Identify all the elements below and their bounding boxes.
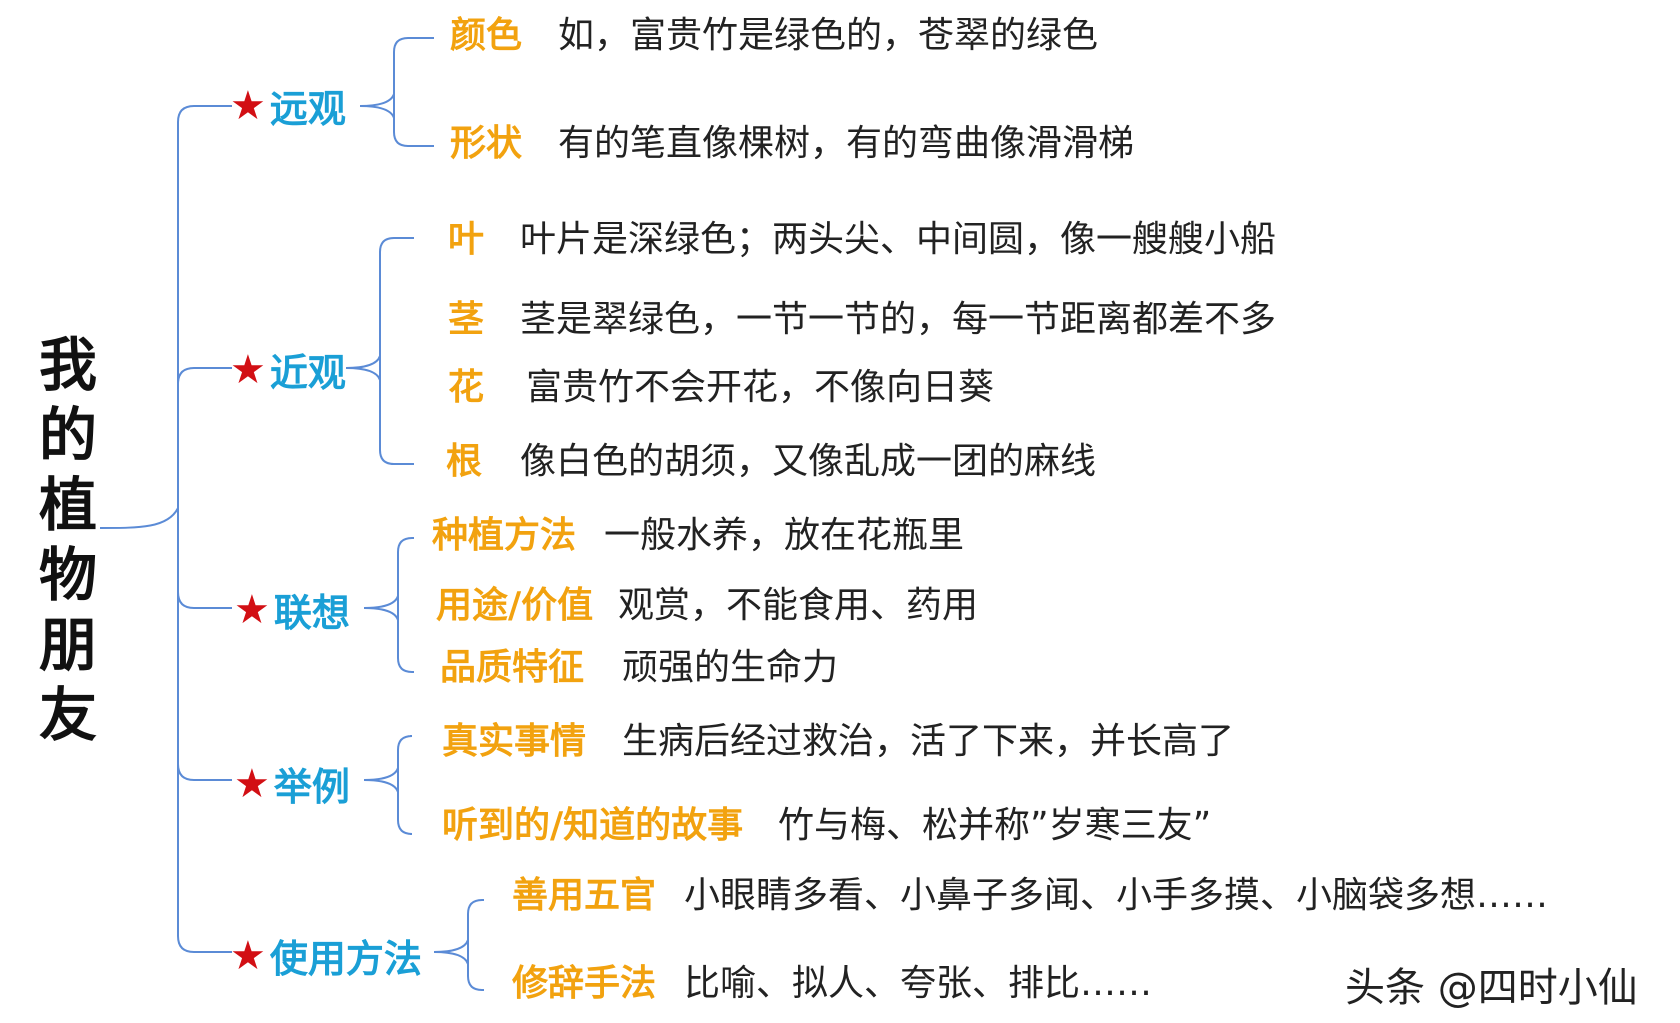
branch-connector xyxy=(177,367,232,385)
branch-connector xyxy=(177,591,232,609)
sub-hook-bottom xyxy=(393,131,434,147)
sub-hook-top xyxy=(397,735,413,751)
leaf-desc: 比喻、拟人、夸张、排比…… xyxy=(684,963,1153,1004)
branch-connector xyxy=(177,105,232,123)
leaf-desc: 有的笔直像棵树，有的弯曲像滑滑梯 xyxy=(558,123,1135,164)
sub-stub-top xyxy=(363,767,399,781)
branch-distant-view: ★ 远观 xyxy=(230,78,346,133)
leaf-key: 根 xyxy=(446,441,483,482)
branch-label: 远观 xyxy=(269,87,346,131)
sub-stub-bottom xyxy=(363,779,399,793)
branch-connector xyxy=(177,763,232,781)
watermark: 头条 @四时小仙 xyxy=(1345,965,1638,1011)
leaf-key: 种植方法 xyxy=(432,515,577,556)
leaf-key: 叶 xyxy=(448,219,485,260)
leaf-desc: 顽强的生命力 xyxy=(622,647,839,688)
branch-label: 使用方法 xyxy=(269,937,422,981)
branch-association: ★ 联想 xyxy=(234,582,350,637)
sub-hook-top xyxy=(397,537,414,553)
leaf-desc: 富贵竹不会开花，不像向日葵 xyxy=(526,367,995,408)
leaf-key: 善用五官 xyxy=(512,875,657,916)
branch-usage-method: ★ 使用方法 xyxy=(230,928,422,983)
leaf-key: 真实事情 xyxy=(442,721,587,762)
branch-close-view: ★ 近观 xyxy=(230,342,346,397)
sub-stub-top xyxy=(433,939,469,953)
branch-examples: ★ 举例 xyxy=(234,756,350,811)
leaf-key: 茎 xyxy=(448,299,485,340)
leaf-desc: 叶片是深绿色；两头尖、中间圆，像一艘艘小船 xyxy=(520,219,1277,260)
star-icon: ★ xyxy=(234,760,270,807)
branch-connector xyxy=(177,935,232,953)
leaf-desc: 竹与梅、松并称”岁寒三友” xyxy=(778,805,1212,846)
leaf-desc: 茎是翠绿色，一节一节的，每一节距离都差不多 xyxy=(520,299,1277,340)
sub-hook-bottom xyxy=(397,657,414,673)
leaf-key: 修辞手法 xyxy=(512,963,657,1004)
sub-hook-bottom xyxy=(467,975,484,991)
leaf-key: 品质特征 xyxy=(440,647,585,688)
sub-hook-bottom xyxy=(379,449,414,465)
leaf-key: 听到的/知道的故事 xyxy=(442,805,744,846)
leaf-key: 形状 xyxy=(450,123,523,164)
root-connector xyxy=(99,507,179,529)
sub-hook-top xyxy=(467,899,484,915)
root-title: 我 的 植 物 朋 友 xyxy=(38,331,97,749)
branch-label: 近观 xyxy=(269,351,346,395)
sub-hook-top xyxy=(379,237,414,253)
star-icon: ★ xyxy=(230,82,266,129)
star-icon: ★ xyxy=(230,932,266,979)
sub-stub-bottom xyxy=(433,951,469,965)
leaf-desc: 小眼睛多看、小鼻子多闻、小手多摸、小脑袋多想…… xyxy=(684,875,1549,916)
sub-stub-bottom xyxy=(359,105,395,119)
sub-hook-bottom xyxy=(397,819,413,835)
leaf-key: 用途/价值 xyxy=(436,585,594,626)
sub-stub-bottom xyxy=(345,367,381,381)
star-icon: ★ xyxy=(230,346,266,393)
leaf-key: 花 xyxy=(448,367,485,408)
sub-stub-top xyxy=(363,595,399,609)
sub-stub-top xyxy=(359,93,395,107)
sub-stub-bottom xyxy=(363,607,399,621)
branch-label: 联想 xyxy=(273,591,350,635)
leaf-desc: 观赏，不能食用、药用 xyxy=(618,585,979,626)
sub-stub-top xyxy=(345,355,381,369)
branch-label: 举例 xyxy=(273,765,350,809)
leaf-desc: 一般水养，放在花瓶里 xyxy=(604,515,965,556)
leaf-key: 颜色 xyxy=(450,15,523,56)
leaf-desc: 如，富贵竹是绿色的，苍翠的绿色 xyxy=(558,15,1099,56)
leaf-desc: 生病后经过救治，活了下来，并长高了 xyxy=(622,721,1235,762)
leaf-desc: 像白色的胡须，又像乱成一团的麻线 xyxy=(520,441,1097,482)
sub-hook-top xyxy=(393,37,434,53)
star-icon: ★ xyxy=(234,586,270,633)
